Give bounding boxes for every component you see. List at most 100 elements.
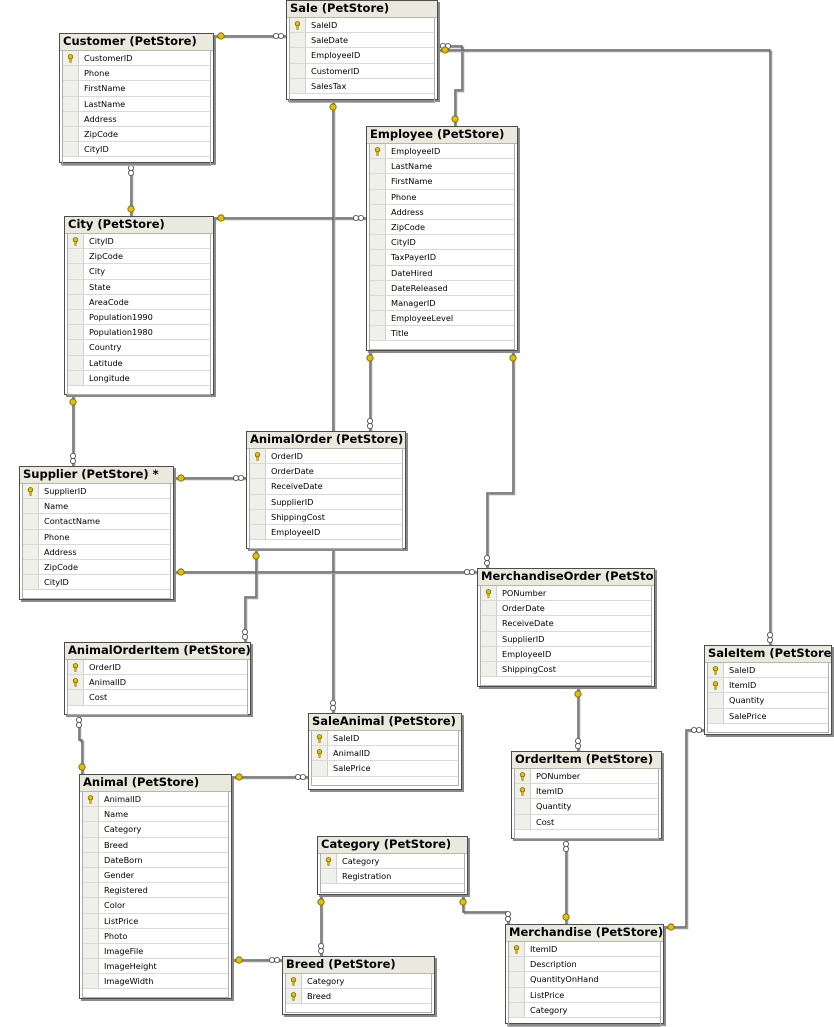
column-row[interactable]: EmployeeID [250,524,402,541]
column-row[interactable]: DateReleased [370,280,514,296]
column-row[interactable]: Population1980 [68,325,210,341]
column-row[interactable]: OrderID [68,660,247,676]
column-row[interactable]: EmployeeID [290,48,434,64]
table-title[interactable]: Sale (PetStore) [287,1,437,18]
column-row[interactable]: OrderDate [250,464,402,480]
column-row[interactable]: Category [509,1002,660,1018]
column-row[interactable]: City [68,264,210,280]
column-row[interactable]: Category [286,974,431,990]
column-row[interactable]: Longitude [68,370,210,386]
column-row[interactable]: Registered [83,883,228,899]
table-title[interactable]: AnimalOrder (PetStore) * [247,432,405,449]
column-row[interactable]: PONumber [481,586,651,602]
relationship-saleitem-merchandise[interactable] [664,729,704,928]
column-row[interactable]: Address [23,544,170,560]
column-row[interactable]: OrderID [250,449,402,465]
table-title[interactable]: SaleAnimal (PetStore) [309,714,461,731]
column-row[interactable]: Cost [515,814,658,830]
column-row[interactable]: EmployeeLevel [370,311,514,327]
column-row[interactable]: SalePrice [708,708,828,724]
table-title[interactable]: OrderItem (PetStore) [512,752,661,769]
column-row[interactable]: Name [83,807,228,823]
column-row[interactable]: ZipCode [23,559,170,576]
column-row[interactable]: DateBorn [83,852,228,868]
table-title[interactable]: Breed (PetStore) [283,957,434,974]
column-row[interactable]: ItemID [708,678,828,694]
column-row[interactable]: Breed [83,837,228,853]
column-row[interactable]: Category [321,854,464,870]
column-row[interactable]: Address [370,204,514,220]
column-row[interactable]: CityID [63,142,210,158]
column-row[interactable]: LastName [370,159,514,175]
column-row[interactable]: CityID [370,235,514,251]
table-title[interactable]: Supplier (PetStore) * [20,467,173,484]
column-row[interactable]: ListPrice [509,987,660,1003]
column-row[interactable]: Breed [286,989,431,1005]
column-row[interactable]: PONumber [515,769,658,785]
column-row[interactable]: Quantity [708,693,828,709]
column-row[interactable]: Photo [83,928,228,944]
column-row[interactable]: SaleID [312,731,458,747]
column-row[interactable]: ZipCode [63,126,210,143]
column-row[interactable]: SalesTax [290,78,434,94]
column-row[interactable]: ItemID [509,942,660,958]
column-row[interactable]: QuantityOnHand [509,972,660,988]
column-row[interactable]: ImageWidth [83,974,228,990]
column-row[interactable]: Latitude [68,355,210,371]
column-row[interactable]: ShippingCost [481,661,651,678]
column-row[interactable]: ContactName [23,514,170,530]
column-row[interactable]: SaleDate [290,33,434,49]
column-row[interactable]: Registration [321,869,464,885]
column-row[interactable]: SupplierID [481,631,651,647]
column-row[interactable]: EmployeeID [481,646,651,662]
column-row[interactable]: ReceiveDate [250,479,402,495]
column-row[interactable]: ReceiveDate [481,616,651,632]
relationship-animalorder-animalorderitem[interactable] [244,549,257,642]
column-row[interactable]: CustomerID [63,51,210,67]
column-row[interactable]: AnimalID [312,746,458,762]
column-row[interactable]: Name [23,499,170,515]
relationship-sale-saleitem[interactable] [438,49,771,645]
column-row[interactable]: SaleID [290,18,434,34]
column-row[interactable]: Title [370,326,514,342]
table-title[interactable]: AnimalOrderItem (PetStore) [65,643,250,660]
column-row[interactable]: TaxPayerID [370,250,514,266]
column-row[interactable]: State [68,279,210,295]
column-row[interactable]: CustomerID [290,63,434,79]
column-row[interactable]: LastName [63,96,210,112]
column-row[interactable]: Cost [68,690,247,706]
column-row[interactable]: SalePrice [312,761,458,777]
column-row[interactable]: Color [83,898,228,914]
column-row[interactable]: Description [509,957,660,973]
column-row[interactable]: Phone [370,189,514,205]
relationship-sale-employee[interactable] [438,45,463,126]
column-row[interactable]: CityID [68,234,210,250]
table-title[interactable]: Category (PetStore) [318,837,467,854]
column-row[interactable]: SupplierID [23,484,170,500]
relationship-category-merchandise[interactable] [462,895,509,924]
column-row[interactable]: ZipCode [68,249,210,265]
table-title[interactable]: Merchandise (PetStore) [506,925,663,942]
relationship-employee-merchandiseorder[interactable] [486,351,514,568]
column-row[interactable]: FirstName [63,81,210,97]
column-row[interactable]: AnimalID [83,792,228,808]
column-row[interactable]: ShippingCost [250,509,402,525]
column-row[interactable]: Population1990 [68,309,210,326]
table-title[interactable]: Animal (PetStore) [80,775,231,792]
column-row[interactable]: Country [68,340,210,356]
column-row[interactable]: ManagerID [370,295,514,312]
column-row[interactable]: Address [63,111,210,127]
table-title[interactable]: Customer (PetStore) [60,34,213,51]
column-row[interactable]: Phone [23,529,170,545]
